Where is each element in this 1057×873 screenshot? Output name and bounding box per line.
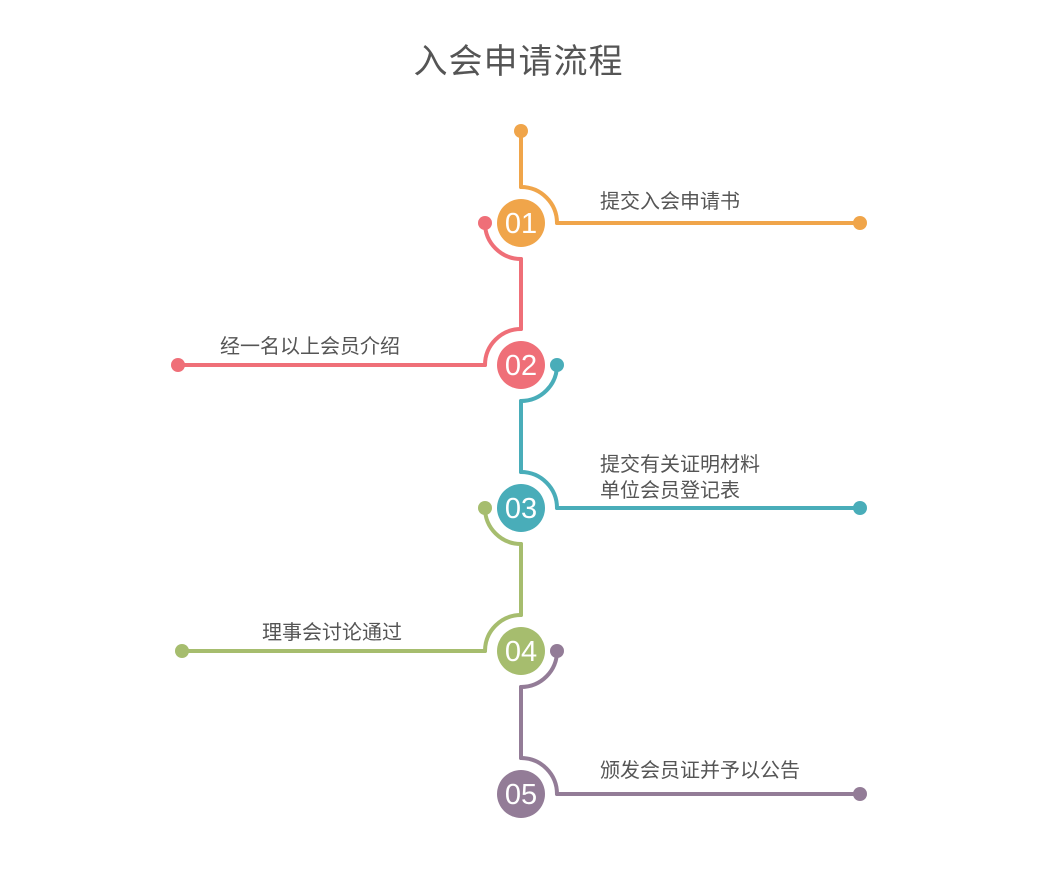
page-title: 入会申请流程: [413, 42, 624, 82]
step-01: 01 提交入会申请书: [497, 124, 867, 247]
step-05-label: 颁发会员证并予以公告: [600, 758, 800, 782]
step-05: 05 颁发会员证并予以公告: [497, 644, 867, 818]
step-03-label-line-2: 单位会员登记表: [600, 478, 740, 502]
step-04-end-dot: [175, 644, 189, 658]
step-05-end-dot: [853, 787, 867, 801]
step-01-badge: [497, 199, 545, 247]
step-01-end-dot: [853, 216, 867, 230]
step-05-arc: [519, 756, 559, 796]
step-02: 02 经一名以上会员介绍: [171, 216, 545, 389]
step-03: 03 提交有关证明材料 单位会员登记表: [497, 358, 867, 532]
step-03-upper-arc: [519, 363, 559, 403]
step-05-upper-arc: [519, 649, 559, 689]
step-01-label: 提交入会申请书: [600, 189, 740, 213]
step-03-label-line-1: 提交有关证明材料: [600, 452, 760, 476]
step-02-label: 经一名以上会员介绍: [220, 334, 400, 358]
step-02-end-dot: [171, 358, 185, 372]
step-03-arc: [519, 470, 559, 510]
step-01-number: 01: [505, 208, 537, 240]
step-02-arc: [483, 327, 523, 367]
step-02-upper-arc: [483, 221, 523, 261]
step-03-number: 03: [505, 493, 537, 525]
step-04-badge: [497, 627, 545, 675]
step-03-end-dot: [853, 501, 867, 515]
step-04-arc: [483, 613, 523, 653]
step-05-number: 05: [505, 779, 537, 811]
step-05-badge: [497, 770, 545, 818]
step-04-upper-arc: [483, 506, 523, 546]
step-02-badge: [497, 341, 545, 389]
step-04-number: 04: [505, 636, 537, 668]
step-02-number: 02: [505, 350, 537, 382]
step-04-label: 理事会讨论通过: [262, 620, 402, 644]
step-04: 04 理事会讨论通过: [175, 501, 545, 675]
step-01-arc: [519, 185, 559, 225]
step-03-badge: [497, 484, 545, 532]
